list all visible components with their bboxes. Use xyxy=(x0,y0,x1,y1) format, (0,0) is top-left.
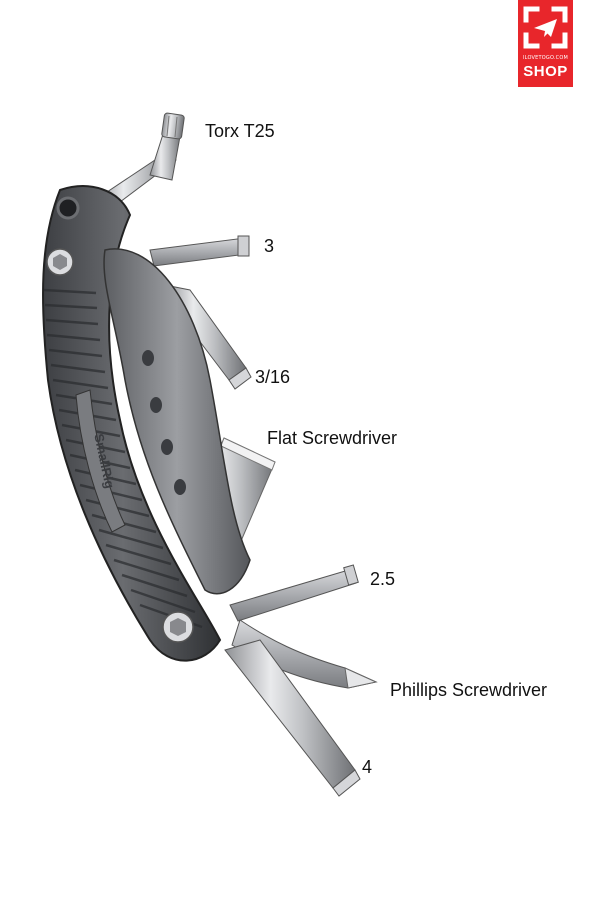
label-flat-screwdriver: Flat Screwdriver xyxy=(267,428,398,448)
shop-label: SHOP xyxy=(523,63,568,80)
label-hex-2-5: 2.5 xyxy=(370,569,396,589)
label-hex-3: 3 xyxy=(264,236,275,256)
shop-logo-badge[interactable]: ILOVETOGO.COM SHOP xyxy=(518,0,573,87)
hex-bit-2-5 xyxy=(229,564,359,622)
label-hex-3-16: 3/16 xyxy=(255,367,291,387)
tool-body: SmallRig xyxy=(42,185,251,662)
shop-url-text: ILOVETOGO.COM xyxy=(522,55,569,61)
label-hex-4: 4 xyxy=(362,757,373,777)
hex-bit-4 xyxy=(224,639,361,797)
label-phillips-screwdriver: Phillips Screwdriver xyxy=(390,680,548,700)
hex-bit-3 xyxy=(149,235,250,267)
label-torx-t25: Torx T25 xyxy=(205,121,275,141)
frame-paper-plane-icon xyxy=(523,6,568,49)
